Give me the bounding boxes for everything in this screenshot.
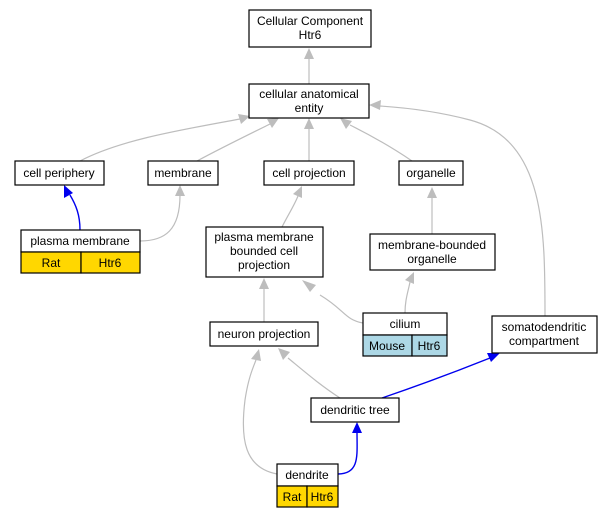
- edge-cell-periphery-to-cae: [79, 118, 241, 162]
- edge-arrowhead: [259, 278, 269, 289]
- node-cell-projection[interactable]: cell projection: [263, 160, 355, 186]
- node-label-line1: cellular anatomical: [259, 87, 358, 101]
- node-cellular-anatomical-entity[interactable]: cellular anatomical entity: [248, 83, 370, 119]
- gene-cell: [306, 485, 339, 508]
- edge-arrowhead: [251, 349, 261, 361]
- node-membrane-bounded-organelle[interactable]: membrane-bounded organelle: [369, 233, 496, 271]
- edge-arrowhead: [427, 187, 437, 198]
- edge-arrowhead: [369, 100, 381, 110]
- edge-arrowhead: [340, 118, 352, 129]
- node-label-line1: somatodendritic: [502, 320, 587, 334]
- edge-organelle-to-cae: [349, 124, 413, 162]
- node-neuron-projection[interactable]: neuron projection: [209, 321, 319, 347]
- edge-membrane-to-cae: [196, 123, 271, 162]
- node-label: cilium: [390, 317, 421, 331]
- node-label: organelle: [406, 166, 456, 180]
- node-label: dendrite: [285, 468, 329, 482]
- node-label-line2: Htr6: [299, 28, 322, 42]
- edge-arrowhead: [304, 118, 314, 129]
- gene-label: Htr6: [99, 256, 122, 270]
- edge-somatodendritic-to-cae: [379, 105, 546, 317]
- node-label: membrane: [154, 166, 212, 180]
- node-plasma-membrane-bounded-cell-projection[interactable]: plasma membrane bounded cell projection: [205, 226, 324, 278]
- node-label: plasma membrane: [30, 234, 130, 248]
- species-label: Mouse: [369, 339, 405, 353]
- edge-arrowhead: [304, 48, 314, 59]
- node-label-line3: projection: [238, 258, 290, 272]
- edge-cilium-to-mbo: [404, 281, 411, 314]
- edge-arrowhead: [293, 186, 302, 198]
- node-plasma-membrane[interactable]: plasma membrane Rat Htr6: [20, 229, 141, 274]
- edge-cilium-to-pmbcp: [319, 294, 364, 324]
- edge-arrowhead: [302, 280, 316, 292]
- node-cilium[interactable]: cilium Mouse Htr6: [362, 312, 448, 357]
- edge-arrowhead: [64, 185, 73, 198]
- edge-arrowhead: [352, 422, 362, 433]
- node-label: cell periphery: [23, 166, 94, 180]
- edge-dendrite-to-neuron-projection: [242, 359, 278, 475]
- gene-cell: [411, 334, 448, 357]
- species-label: Rat: [42, 256, 61, 270]
- node-label-line2: entity: [295, 101, 324, 115]
- edge-arrowhead: [267, 118, 279, 128]
- node-dendritic-tree[interactable]: dendritic tree: [310, 397, 400, 423]
- node-label-line2: bounded cell: [230, 244, 298, 258]
- node-membrane[interactable]: membrane: [147, 160, 219, 186]
- edge-arrowhead: [278, 348, 290, 360]
- edge-dendritic-tree-to-somatodendritic: [381, 357, 491, 399]
- node-somatodendritic-compartment[interactable]: somatodendritic compartment: [491, 315, 598, 354]
- gene-label: Htr6: [311, 490, 334, 504]
- node-label: neuron projection: [218, 327, 311, 341]
- node-dendrite[interactable]: dendrite Rat Htr6: [276, 463, 339, 508]
- node-organelle[interactable]: organelle: [398, 160, 464, 186]
- edge-arrowhead: [175, 185, 185, 196]
- node-label-line2: compartment: [509, 334, 580, 348]
- edge-dendrite-to-dendritic-tree: [337, 431, 358, 475]
- node-label: dendritic tree: [320, 403, 390, 417]
- edge-arrowhead: [238, 114, 250, 124]
- species-label: Rat: [283, 490, 302, 504]
- gene-cell: [80, 251, 141, 274]
- node-label: cell projection: [272, 166, 345, 180]
- node-label-line1: membrane-bounded: [378, 238, 486, 252]
- node-label-line1: plasma membrane: [214, 230, 314, 244]
- edge-pmbcp-to-cell-projection: [281, 195, 299, 228]
- node-label-line1: Cellular Component: [257, 14, 364, 28]
- edge-dendritic-tree-to-neuron-projection: [287, 357, 341, 399]
- edge-arrowhead: [405, 272, 414, 284]
- node-label-line2: organelle: [407, 252, 457, 266]
- edge-plasma-membrane-to-membrane: [139, 194, 181, 242]
- node-cell-periphery[interactable]: cell periphery: [14, 160, 105, 186]
- edge-arrowhead: [487, 353, 500, 362]
- gene-label: Htr6: [418, 339, 441, 353]
- node-cellular-component[interactable]: Cellular Component Htr6: [248, 9, 372, 48]
- edge-plasma-membrane-to-cell-periphery: [69, 194, 81, 231]
